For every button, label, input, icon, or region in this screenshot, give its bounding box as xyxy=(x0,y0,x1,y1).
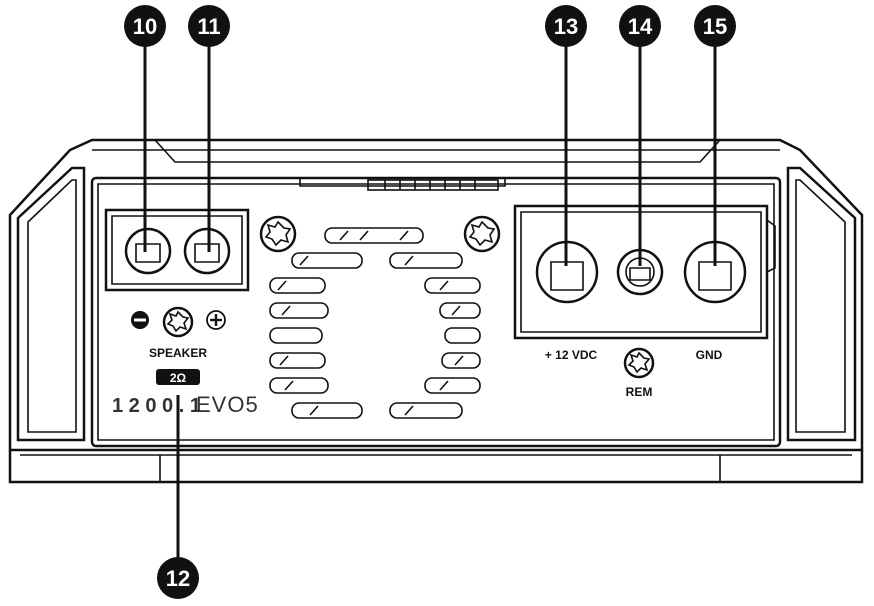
vent-grille xyxy=(269,227,481,419)
speaker-terminal-block xyxy=(104,208,250,292)
callout-10: 10 xyxy=(124,5,166,47)
heatsink-screw-left-icon xyxy=(259,215,297,253)
callout-12: 12 xyxy=(157,557,199,599)
front-plate xyxy=(90,176,782,448)
callout-14: 14 xyxy=(619,5,661,47)
callout-13-number: 13 xyxy=(554,14,578,39)
callout-11-number: 11 xyxy=(197,14,220,39)
callout-14-number: 14 xyxy=(628,14,653,39)
impedance-label: 2Ω xyxy=(170,371,187,385)
power-terminal-block xyxy=(513,204,776,340)
callout-12-number: 12 xyxy=(166,566,190,591)
top-vent-slots xyxy=(367,179,499,191)
callout-15: 15 xyxy=(694,5,736,47)
callout-11: 11 xyxy=(188,5,230,47)
speaker-label: SPEAKER xyxy=(149,346,207,360)
model-logo: 1 2 0 0 . 1 EVO5 xyxy=(112,392,259,417)
rem-label: REM xyxy=(626,385,653,399)
plus-symbol-icon xyxy=(206,310,226,330)
speaker-positive-terminal[interactable] xyxy=(183,227,231,275)
rem-screw-icon xyxy=(623,347,655,379)
plus-12vdc-label: + 12 VDC xyxy=(545,348,598,362)
chassis-outline xyxy=(8,138,864,484)
gnd-label: GND xyxy=(696,348,723,362)
speaker-negative-terminal[interactable] xyxy=(124,227,172,275)
heatsink-screw-right-icon xyxy=(463,215,501,253)
minus-symbol-icon xyxy=(131,311,149,329)
model-number: 1 2 0 0 . 1 xyxy=(112,395,201,417)
callout-15-number: 15 xyxy=(703,14,727,39)
speaker-screw-icon xyxy=(162,306,194,338)
callout-leader-lines xyxy=(143,42,717,562)
callout-10-number: 10 xyxy=(133,14,157,39)
callout-13: 13 xyxy=(545,5,587,47)
impedance-badge: 2Ω xyxy=(156,369,200,385)
model-series: EVO5 xyxy=(196,392,259,417)
